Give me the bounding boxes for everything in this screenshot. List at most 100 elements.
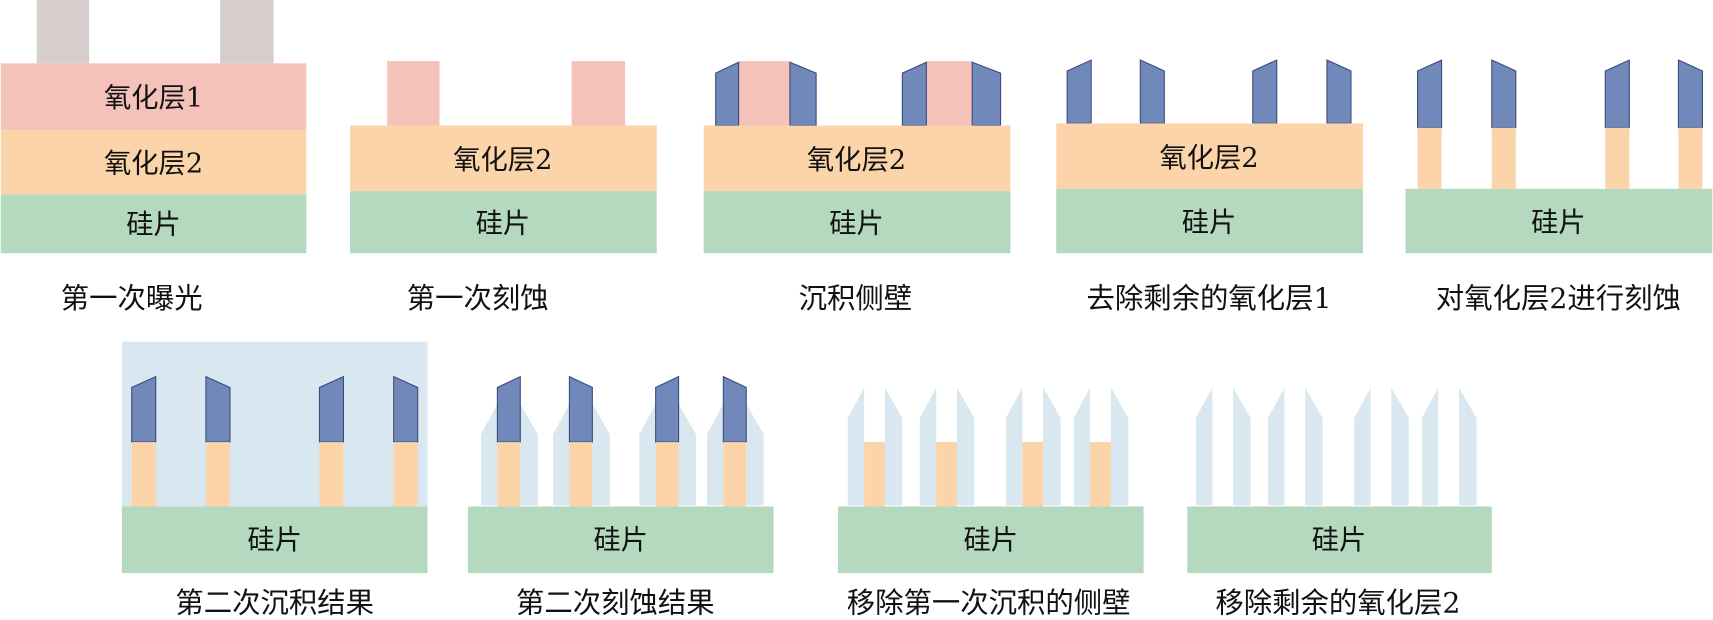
second-sidewall-spacer xyxy=(706,403,724,506)
caption-step-3: 沉积侧壁 xyxy=(799,282,913,315)
second-sidewall-spacer xyxy=(678,403,697,506)
second-sidewall-spacer xyxy=(1305,387,1323,506)
oxide2-pillar xyxy=(1491,127,1516,189)
oxide2-pillar xyxy=(864,442,885,507)
first-sidewall-spacer xyxy=(901,61,927,127)
oxide2-layer xyxy=(0,129,307,195)
second-sidewall-spacer xyxy=(956,387,975,506)
first-sidewall-spacer xyxy=(1604,59,1630,129)
oxide2-pillar xyxy=(319,442,344,507)
second-sidewall-spacer xyxy=(553,403,570,506)
oxide2-pillar xyxy=(1090,442,1111,507)
oxide2-pillar xyxy=(1678,127,1703,189)
second-sidewall-spacer xyxy=(1073,387,1091,506)
panel9-silicon-label: 硅片 xyxy=(1312,525,1367,556)
first-sidewall-spacer xyxy=(715,61,740,127)
first-sidewall-spacer xyxy=(655,375,680,443)
oxide2-layer xyxy=(703,125,1011,192)
first-sidewall-spacer xyxy=(1139,59,1165,124)
silicon-wafer xyxy=(1405,188,1713,254)
oxide2-pillar xyxy=(131,442,156,507)
second-sidewall-spacer xyxy=(919,387,937,506)
silicon-wafer xyxy=(0,194,307,254)
photoresist-block xyxy=(36,0,90,64)
second-sidewall-spacer xyxy=(884,387,903,506)
silicon-wafer xyxy=(1056,188,1363,254)
first-sidewall-spacer xyxy=(1417,59,1443,129)
silicon-wafer xyxy=(467,506,774,574)
second-sidewall-spacer xyxy=(1006,387,1023,506)
caption-step-9: 移除剩余的氧化层2 xyxy=(1215,586,1460,619)
step-captions: 第一次曝光 第一次刻蚀 沉积侧壁 去除剩余的氧化层1 对氧化层2进行刻蚀 第二次… xyxy=(61,282,1681,620)
oxide2-layer xyxy=(350,125,657,192)
silicon-wafer xyxy=(121,506,428,574)
first-sidewall-spacer xyxy=(971,61,1002,127)
second-sidewall-spacer xyxy=(1043,387,1061,506)
oxide2-pillar xyxy=(723,442,747,507)
panel4-silicon-label: 硅片 xyxy=(1182,207,1237,238)
photoresist-block xyxy=(220,0,274,64)
first-sidewall-spacer xyxy=(131,375,157,443)
layer-labels: 氧化层1 氧化层2 硅片 氧化层2 硅片 氧化层2 硅片 氧化层2 硅片 硅片 … xyxy=(104,83,1586,556)
silicon-wafer xyxy=(703,191,1011,254)
second-deposition-layer xyxy=(121,341,428,508)
caption-step-1: 第一次曝光 xyxy=(61,282,203,315)
first-sidewall-spacer xyxy=(789,61,817,127)
oxide2-pillar xyxy=(569,442,593,507)
oxide1-core xyxy=(571,61,626,126)
oxide1-layer xyxy=(0,63,307,130)
caption-step-8: 移除第一次沉积的侧壁 xyxy=(847,586,1131,619)
oxide2-pillar xyxy=(393,442,418,507)
oxide1-core xyxy=(926,61,973,126)
oxide2-pillar xyxy=(1417,127,1442,189)
second-sidewall-spacer xyxy=(520,403,538,506)
first-sidewall-spacer xyxy=(1677,59,1703,129)
oxide2-pillar xyxy=(1022,442,1044,507)
first-sidewall-spacer xyxy=(205,375,231,443)
second-sidewall-spacer xyxy=(1354,387,1371,506)
second-sidewall-spacer xyxy=(1391,387,1409,506)
second-sidewall-spacer xyxy=(1110,387,1129,506)
panel6-silicon-label: 硅片 xyxy=(247,525,302,556)
oxide2-pillar xyxy=(1605,127,1630,189)
panel1-oxide2-label: 氧化层2 xyxy=(104,148,203,179)
panel3-silicon-label: 硅片 xyxy=(829,209,884,240)
caption-step-4: 去除剩余的氧化层1 xyxy=(1087,282,1332,315)
second-sidewall-spacer xyxy=(746,403,764,506)
panel5-silicon-label: 硅片 xyxy=(1531,207,1586,238)
diagram-shapes xyxy=(0,0,1713,574)
first-sidewall-spacer xyxy=(568,375,593,443)
second-sidewall-spacer xyxy=(1268,387,1285,506)
first-sidewall-spacer xyxy=(318,375,345,443)
first-sidewall-spacer xyxy=(1491,59,1517,129)
panel1-silicon-label: 硅片 xyxy=(126,210,181,241)
silicon-wafer xyxy=(1187,506,1492,574)
oxide1-core xyxy=(738,61,790,126)
panel8-silicon-label: 硅片 xyxy=(963,525,1018,556)
second-sidewall-spacer xyxy=(1459,387,1477,506)
panel2-oxide2-label: 氧化层2 xyxy=(453,145,552,176)
oxide2-pillar xyxy=(936,442,957,507)
first-sidewall-spacer xyxy=(1066,59,1092,124)
second-sidewall-spacer xyxy=(639,403,656,506)
silicon-wafer xyxy=(350,191,657,254)
first-sidewall-spacer xyxy=(1252,59,1278,124)
second-sidewall-spacer xyxy=(847,387,865,506)
panel2-silicon-label: 硅片 xyxy=(476,209,531,240)
first-sidewall-spacer xyxy=(496,375,521,443)
caption-step-5: 对氧化层2进行刻蚀 xyxy=(1436,282,1681,315)
oxide1-core xyxy=(387,61,440,126)
oxide2-pillar xyxy=(497,442,521,507)
second-sidewall-spacer xyxy=(1195,387,1213,506)
caption-step-2: 第一次刻蚀 xyxy=(407,282,549,315)
oxide2-pillar xyxy=(205,442,230,507)
oxide2-layer xyxy=(1056,123,1363,189)
silicon-wafer xyxy=(837,506,1144,574)
first-sidewall-spacer xyxy=(393,375,419,443)
caption-step-7: 第二次刻蚀结果 xyxy=(516,586,715,619)
panel4-oxide2-label: 氧化层2 xyxy=(1159,143,1258,174)
second-sidewall-spacer xyxy=(592,403,610,506)
second-sidewall-spacer xyxy=(1421,387,1439,506)
first-sidewall-spacer xyxy=(1326,59,1352,124)
first-sidewall-spacer xyxy=(722,375,747,443)
